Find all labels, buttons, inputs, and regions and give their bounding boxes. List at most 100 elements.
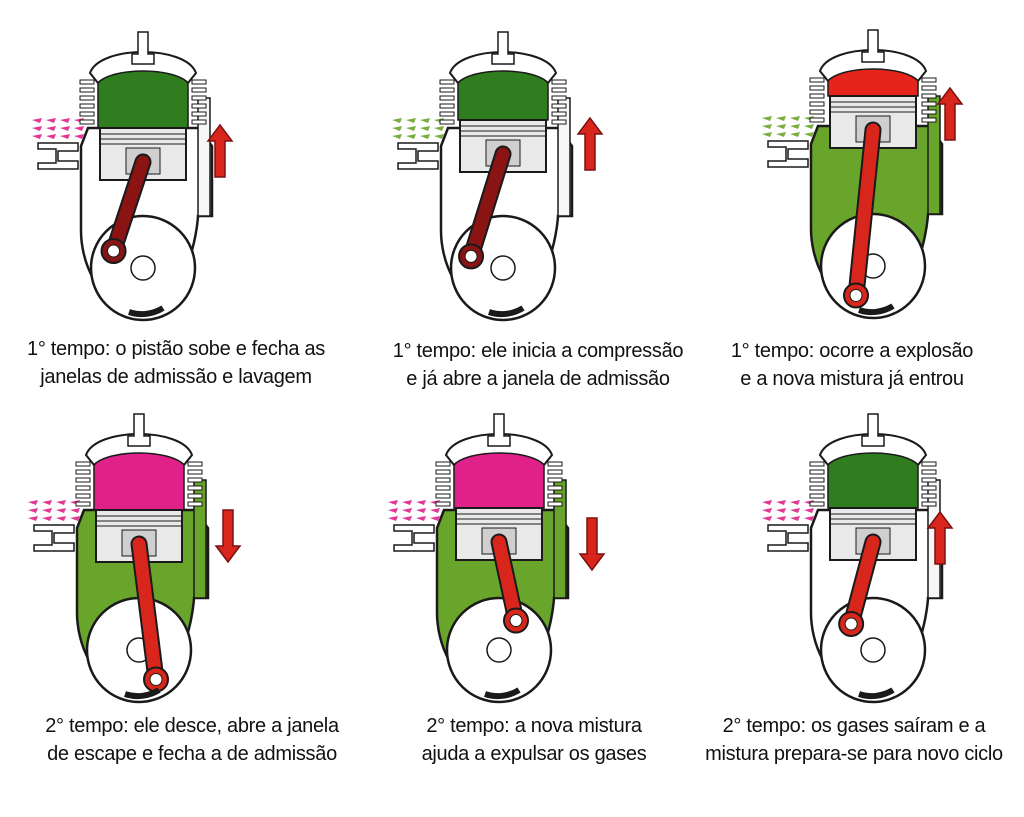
cooling-fins — [809, 77, 937, 123]
caption-6-line-1: 2° tempo: os gases saíram e a — [722, 715, 986, 737]
gas-streak — [434, 126, 444, 131]
connecting-rod — [844, 535, 880, 631]
spark-plug-icon — [491, 31, 515, 65]
gas-streak — [406, 118, 416, 123]
fin-right — [187, 477, 203, 483]
gas-streak — [42, 500, 52, 505]
crank-pin-hole — [107, 244, 121, 258]
engine-illustration-1 — [32, 31, 234, 322]
gas-streak — [430, 508, 440, 513]
gas-streak — [776, 116, 786, 121]
intake-port — [37, 142, 79, 170]
fin-right — [191, 87, 207, 93]
gas-streak — [762, 500, 772, 505]
rotation-arrow-icon — [128, 305, 165, 318]
gas-streak — [42, 508, 52, 513]
fin-right — [547, 485, 563, 491]
caption-2-line-1: 1° tempo: ele inicia a compressão — [392, 340, 684, 362]
fin-left — [809, 493, 825, 499]
arrow-down-icon — [578, 517, 606, 572]
gas-streak — [402, 516, 412, 521]
fin-left — [435, 501, 451, 507]
gas-streaks — [392, 118, 444, 139]
engine-group — [28, 413, 242, 704]
engine-group — [392, 31, 604, 322]
gas-streak — [776, 124, 786, 129]
combustion-chamber — [453, 452, 545, 509]
gas-streak — [32, 118, 42, 123]
fin-left — [809, 477, 825, 483]
fin-right — [191, 79, 207, 85]
fin-left — [79, 119, 95, 125]
arrow-down-icon — [214, 509, 242, 564]
gas-streak — [402, 500, 412, 505]
fin-right — [921, 117, 937, 123]
gas-streak — [28, 508, 38, 513]
panel-6: 2° tempo: os gases saíram e a mistura pr… — [700, 400, 1024, 817]
fin-left — [439, 103, 455, 109]
fin-right — [921, 493, 937, 499]
gas-streak — [776, 516, 786, 521]
fin-right — [921, 77, 937, 83]
fin-right — [921, 469, 937, 475]
engine-illustration-2 — [392, 31, 604, 322]
engine-group — [762, 29, 964, 320]
fin-left — [809, 85, 825, 91]
fin-right — [547, 501, 563, 507]
engine-illustration-6 — [762, 413, 954, 704]
connecting-rod — [132, 537, 163, 686]
gas-streak — [434, 134, 444, 139]
crank-pin-hole — [464, 249, 478, 263]
fin-left — [79, 95, 95, 101]
fin-right — [551, 95, 567, 101]
fin-left — [75, 477, 91, 483]
engine-group — [762, 413, 954, 704]
cooling-fins — [439, 79, 567, 125]
connecting-rod — [464, 147, 510, 263]
fin-left — [809, 469, 825, 475]
gas-streak — [56, 508, 66, 513]
gas-streak — [60, 126, 70, 131]
fin-right — [547, 461, 563, 467]
gas-streak — [804, 516, 814, 521]
spark-plug-icon — [487, 413, 511, 447]
gas-streaks — [762, 500, 814, 521]
caption-1-line-1: 1° tempo: o pistão sobe e fecha as — [27, 338, 325, 360]
fin-left — [75, 461, 91, 467]
gas-streak — [388, 508, 398, 513]
gas-streak — [804, 508, 814, 513]
spark-plug-icon — [861, 29, 885, 63]
fin-left — [809, 109, 825, 115]
gas-streak — [776, 500, 786, 505]
cooling-fins — [809, 461, 937, 507]
fin-left — [439, 79, 455, 85]
fin-right — [547, 493, 563, 499]
crank-pin-hole — [149, 672, 163, 686]
fin-left — [809, 501, 825, 507]
fin-left — [79, 87, 95, 93]
gas-streaks — [28, 500, 80, 521]
gas-streak — [392, 126, 402, 131]
gas-streak — [790, 508, 800, 513]
gas-streak — [420, 118, 430, 123]
engine-illustration-4 — [28, 413, 242, 704]
caption-4: 2° tempo: ele desce, abre a janela de es… — [22, 712, 362, 768]
gas-streak — [790, 516, 800, 521]
fin-left — [439, 95, 455, 101]
fin-left — [439, 111, 455, 117]
crank-pin-hole — [509, 614, 523, 628]
gas-streak — [790, 124, 800, 129]
rotation-arrow-icon — [488, 305, 525, 318]
combustion-chamber — [827, 68, 919, 97]
fin-right — [921, 85, 937, 91]
fin-left — [75, 485, 91, 491]
gas-streak — [32, 134, 42, 139]
spark-plug-icon — [861, 413, 885, 447]
gas-streak — [74, 134, 84, 139]
fin-left — [79, 103, 95, 109]
fin-right — [551, 119, 567, 125]
fin-right — [187, 485, 203, 491]
gas-streak — [776, 132, 786, 137]
intake-port — [397, 142, 439, 170]
fin-right — [191, 95, 207, 101]
